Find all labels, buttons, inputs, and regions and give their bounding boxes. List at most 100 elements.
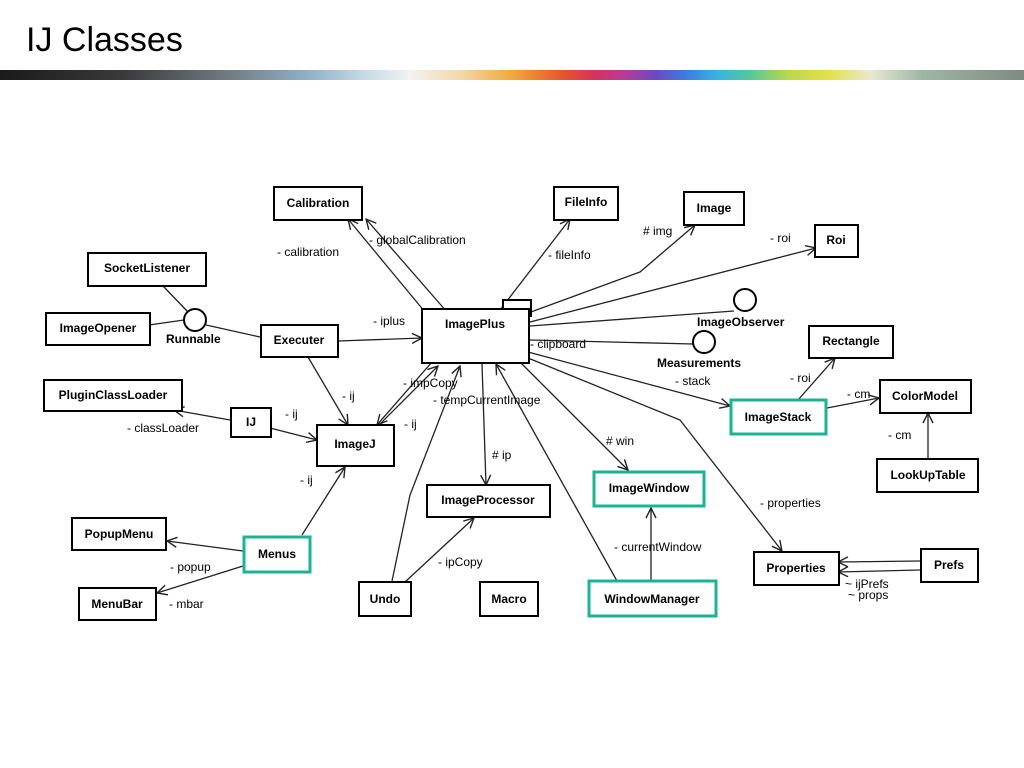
class-prefs: Prefs [920, 548, 979, 583]
class-windowmanager: WindowManager [587, 579, 718, 618]
class-colormodel-label: ColorModel [892, 389, 958, 403]
class-menubar-label: MenuBar [91, 597, 143, 611]
edge-label-roi-stack: - roi [790, 371, 811, 385]
class-imageprocessor-label: ImageProcessor [441, 493, 535, 507]
edge-label-clipboard: - clipboard [530, 337, 586, 351]
edge-imageplus-calibration-2 [366, 219, 448, 313]
edge-imageplus-measurements [529, 339, 694, 345]
class-rectangle-label: Rectangle [822, 334, 880, 348]
edge-label-ij-ij: - ij [285, 407, 298, 421]
class-imageplus-label: ImagePlus [445, 317, 505, 331]
slide-title: IJ Classes [26, 21, 183, 59]
class-calibration-label: Calibration [287, 196, 350, 210]
edge-label-global-calibration: - globalCalibration [369, 233, 466, 247]
edge-undo-imageplus [391, 366, 460, 582]
class-popupmenu: PopupMenu [71, 517, 167, 551]
class-pluginclassloader-label: PluginClassLoader [59, 388, 168, 402]
class-rectangle: Rectangle [808, 325, 894, 359]
class-fileinfo-label: FileInfo [565, 195, 608, 209]
edge-label-ip-copy: - ipCopy [438, 555, 483, 569]
class-executer: Executer [260, 324, 339, 358]
class-executer-label: Executer [274, 333, 325, 347]
edge-label-class-loader: - classLoader [127, 421, 199, 435]
class-properties: Properties [753, 551, 840, 586]
class-macro-label: Macro [491, 592, 526, 606]
class-colormodel: ColorModel [879, 379, 972, 414]
edge-imageplus-fileinfo [499, 219, 570, 311]
edge-label-win: # win [606, 434, 634, 448]
edge-label-roi-imageplus: - roi [770, 231, 791, 245]
edge-label-stack: - stack [675, 374, 711, 388]
edge-label-ip: # ip [492, 448, 512, 462]
edge-label-mbar: - mbar [169, 597, 204, 611]
class-imagewindow-label: ImageWindow [609, 481, 690, 495]
edge-label-img: # img [643, 224, 672, 238]
edge-label-temp-current-image: - tempCurrentImage [433, 393, 541, 407]
class-ij-label: IJ [246, 415, 256, 429]
class-menus: Menus [242, 535, 312, 574]
class-imagewindow: ImageWindow [592, 470, 706, 508]
class-menus-label: Menus [258, 547, 296, 561]
class-imagestack: ImageStack [729, 398, 828, 436]
runnable-interface-icon [183, 308, 207, 332]
edge-label-cm-stack: - cm [847, 387, 870, 401]
edge-imagej-imageplus [377, 361, 433, 425]
edge-imageplus-imageobserver [529, 310, 735, 327]
class-undo: Undo [358, 581, 412, 617]
class-pluginclassloader: PluginClassLoader [43, 379, 183, 412]
class-properties-label: Properties [766, 561, 826, 575]
measurements-label: Measurements [657, 356, 741, 370]
edge-windowmanager-imageplus [496, 364, 618, 582]
edge-labels: - calibration - globalCalibration - file… [127, 224, 911, 611]
title-color-bar [0, 70, 1024, 80]
edge-label-ij-menus: - ij [300, 473, 313, 487]
edge-imageopener-runnable [148, 319, 185, 326]
class-fileinfo: FileInfo [553, 186, 619, 221]
edge-imageplus-calibration-1 [348, 219, 431, 319]
measurements-interface-icon [692, 330, 716, 354]
edge-label-fileinfo: - fileInfo [548, 248, 591, 262]
edge-imageplus-imageprocessor [482, 363, 486, 485]
class-imageopener: ImageOpener [45, 312, 151, 346]
edge-executer-runnable [205, 324, 261, 338]
edge-label-props: ~ props [848, 588, 888, 602]
runnable-label: Runnable [166, 332, 221, 346]
class-image-label: Image [697, 201, 732, 215]
class-roi: Roi [814, 224, 859, 258]
edge-label-popup: - popup [170, 560, 211, 574]
class-image: Image [683, 191, 745, 226]
class-socketlistener: SocketListener [87, 252, 207, 287]
edge-ij-imagej [269, 427, 317, 440]
class-lookuptable: LookUpTable [876, 458, 979, 493]
edge-prefs-properties-1 [838, 561, 921, 562]
association-edges [148, 219, 928, 593]
class-macro: Macro [479, 581, 539, 617]
imageobserver-label: ImageObserver [697, 315, 785, 329]
edge-label-calibration: - calibration [277, 245, 339, 259]
edge-imageplus-roi [529, 248, 816, 323]
edge-label-current-window: - currentWindow [614, 540, 702, 554]
edge-label-ij-executer: - ij [342, 389, 355, 403]
edge-label-cm-lut: - cm [888, 428, 911, 442]
edge-label-iplus: - iplus [373, 314, 405, 328]
class-socketlistener-label: SocketListener [104, 261, 190, 275]
edge-imageplus-image [519, 225, 695, 317]
class-lookuptable-label: LookUpTable [890, 468, 965, 482]
interfaces: Runnable ImageObserver Measurements [166, 288, 785, 370]
class-prefs-label: Prefs [934, 558, 964, 572]
edge-imageplus-properties [527, 357, 782, 551]
class-menubar: MenuBar [78, 587, 157, 621]
edge-imageplus-imagewindow [519, 361, 628, 470]
class-imageopener-label: ImageOpener [60, 321, 137, 335]
class-imageprocessor: ImageProcessor [426, 484, 551, 518]
edge-label-ij-imageplus: - ij [404, 417, 417, 431]
edge-label-properties: - properties [760, 496, 821, 510]
edge-label-imp-copy: - impCopy [403, 376, 458, 390]
edge-label-ij-prefs: ~ ijPrefs [845, 577, 889, 591]
edge-socketlistener-runnable [162, 285, 189, 313]
class-imageplus: ImagePlus [421, 299, 532, 364]
edge-menus-popupmenu [167, 541, 244, 552]
edge-menus-menubar [157, 565, 244, 593]
class-imagej: ImageJ [316, 424, 395, 467]
